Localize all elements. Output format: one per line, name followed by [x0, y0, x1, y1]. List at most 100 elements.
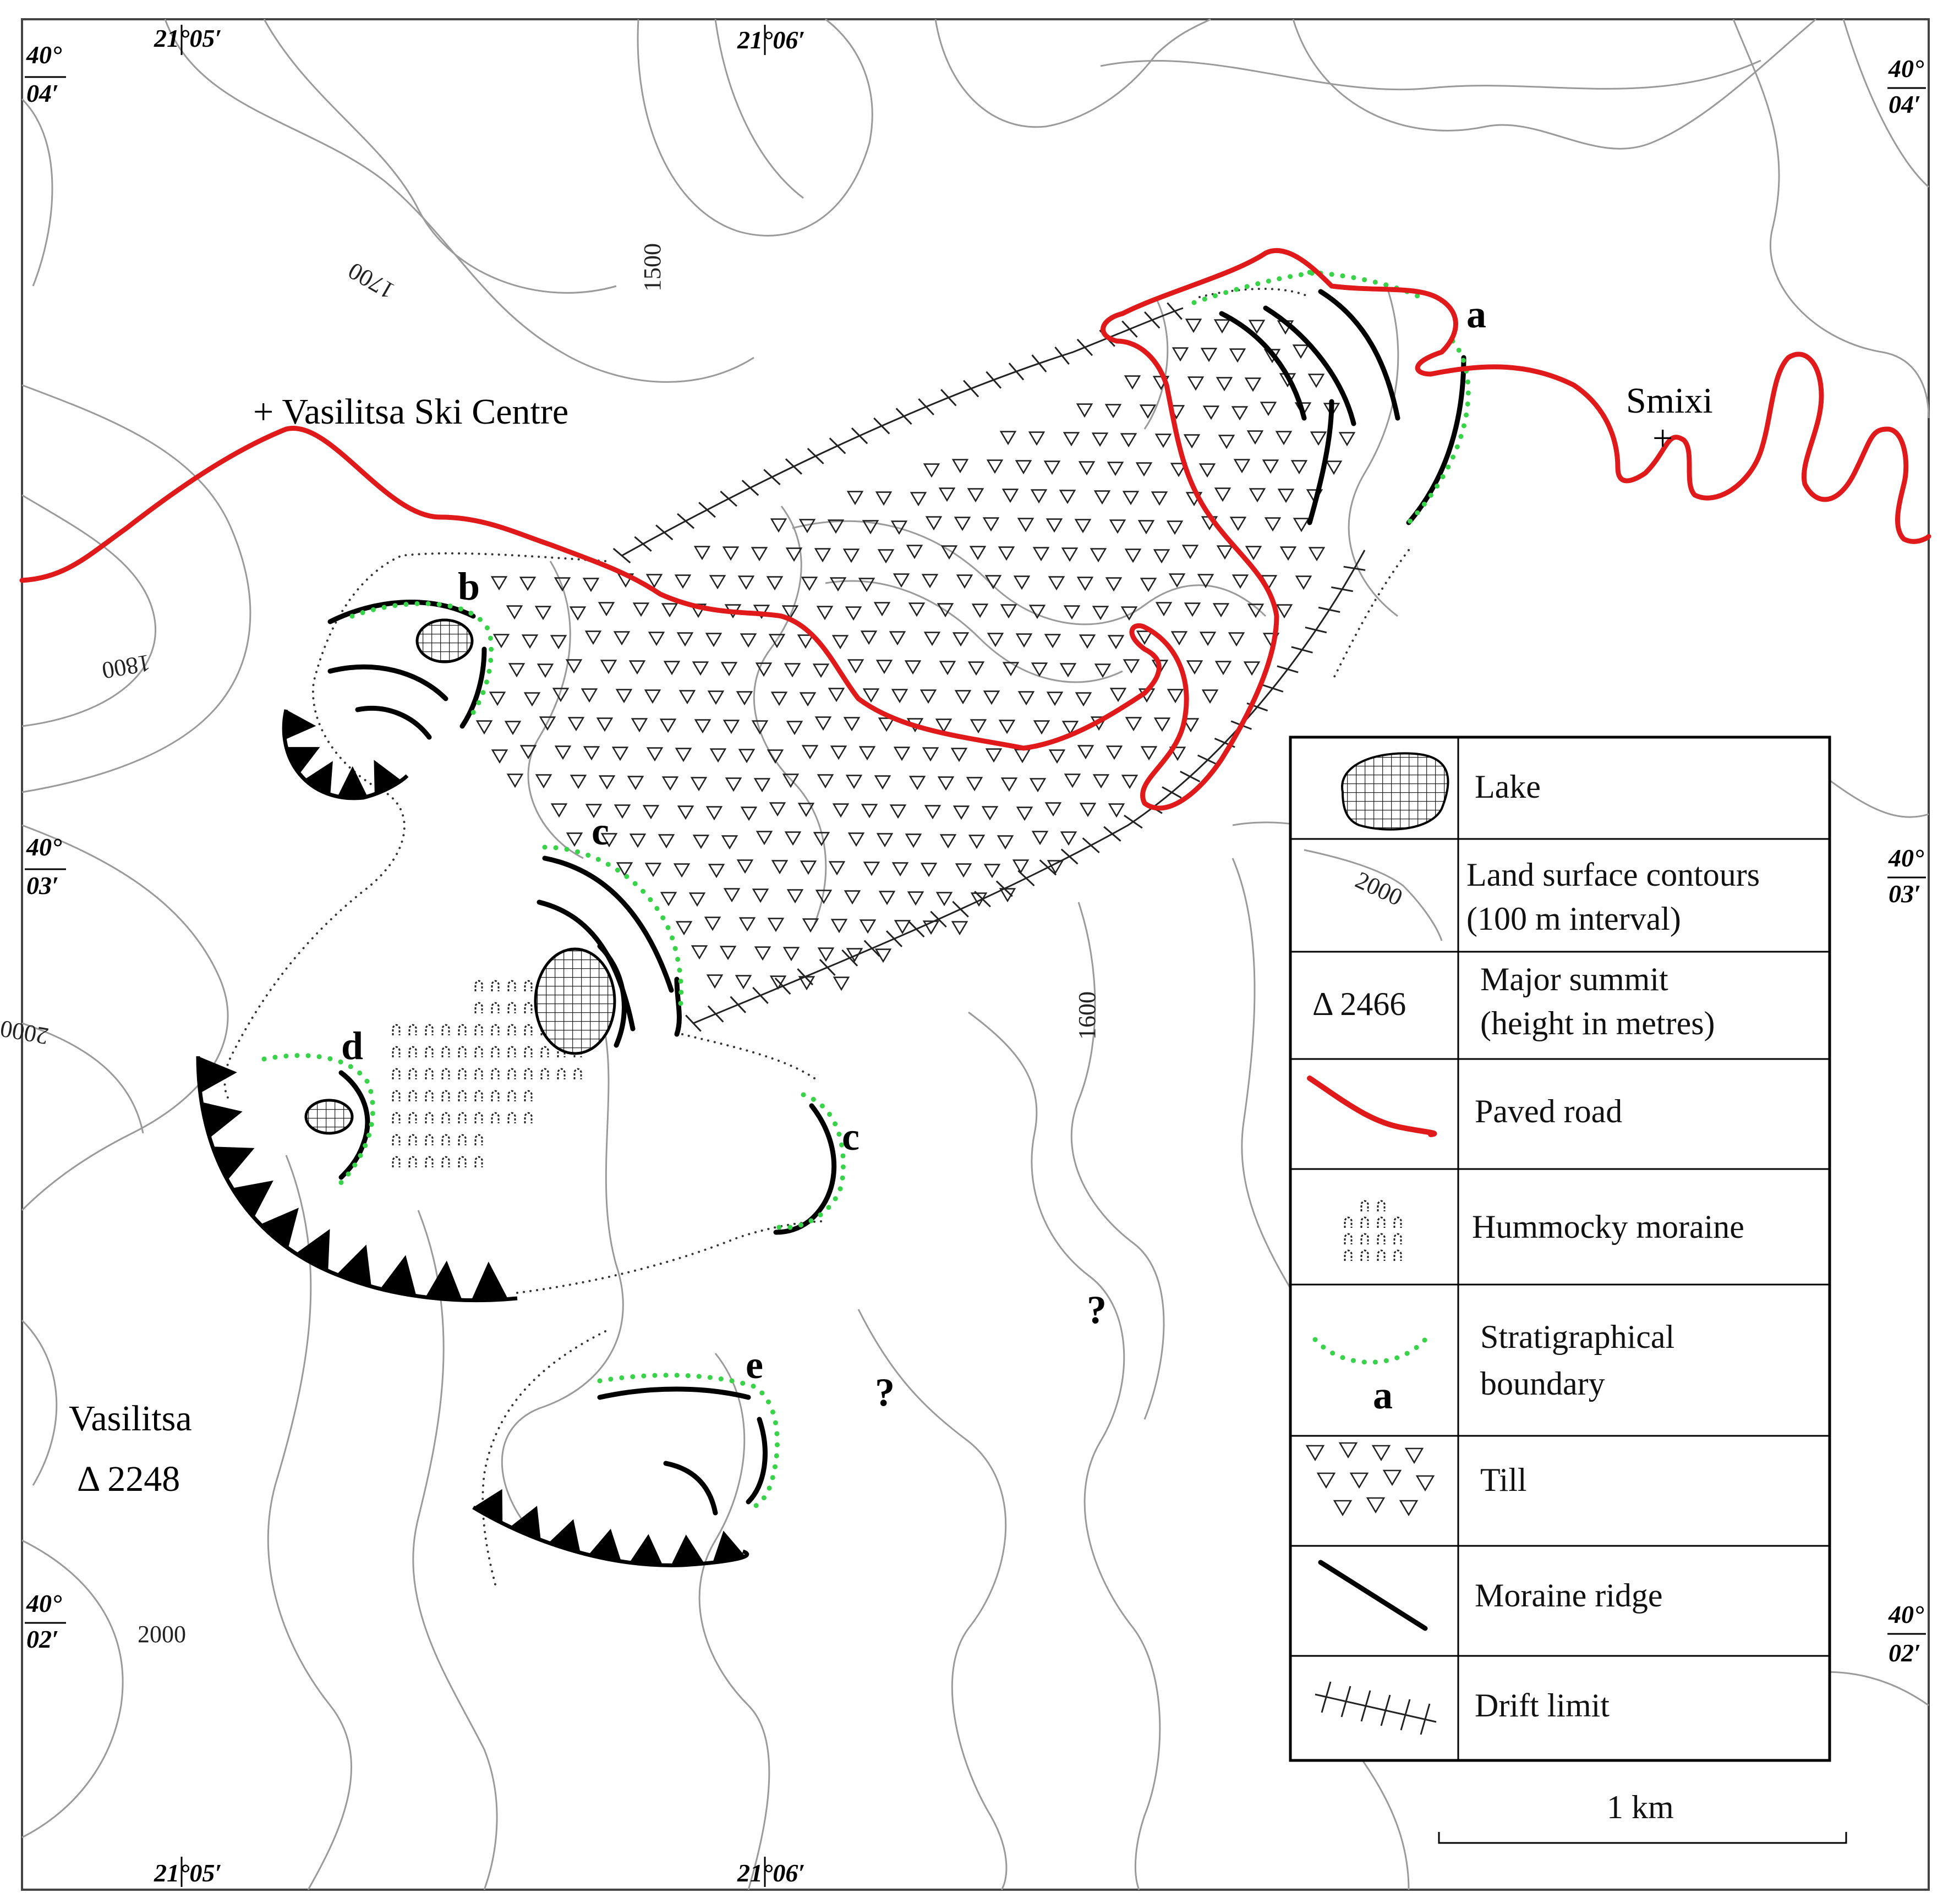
till-symbol: [905, 833, 922, 848]
till-symbol: [1046, 692, 1064, 706]
till-symbol: [537, 663, 554, 678]
till-symbol: [986, 459, 1004, 474]
till-symbol: [858, 578, 875, 592]
drift-limit-hatch: [1039, 859, 1057, 876]
headwall-tooth: [510, 1506, 541, 1540]
till-symbol: [830, 919, 848, 934]
legend-till-symbol: [1305, 1442, 1435, 1517]
lat-04-min-left: 04′: [26, 79, 59, 107]
legend-hummock: [1377, 1200, 1386, 1211]
headwall-tooth: [548, 1519, 581, 1553]
till-symbol: [801, 745, 819, 760]
till-symbol: [1228, 632, 1245, 647]
till-symbol: [937, 603, 954, 618]
till-symbol: [1030, 489, 1048, 504]
till-symbol: [1076, 577, 1094, 591]
till-symbol: [1169, 747, 1186, 761]
hummock-symbol: [408, 1046, 417, 1057]
till-symbol: [971, 603, 989, 618]
till-symbol: [1079, 803, 1097, 817]
till-symbol: [1140, 578, 1157, 592]
cirque-headwall-b: [282, 709, 409, 800]
lat-labels: 40° 04′ 40° 04′ 40° 03′ 40° 03′ 40° 02′ …: [26, 41, 1924, 1667]
legend-hummock: [1344, 1216, 1353, 1228]
till-symbol: [658, 834, 675, 849]
till-symbol: [1166, 520, 1184, 535]
till-symbol: [769, 975, 787, 990]
till-symbol: [692, 835, 710, 849]
till-symbol: [797, 803, 815, 817]
till-symbol: [863, 862, 880, 876]
drift-limit-hatch: [1291, 646, 1313, 654]
till-symbol: [940, 545, 958, 560]
headwall-tooth: [337, 766, 368, 797]
till-symbol: [722, 546, 740, 561]
till-symbol: [554, 745, 572, 760]
headwall-tooth: [212, 1146, 255, 1181]
till-symbol: [846, 948, 863, 963]
lat-02-min-left: 02′: [26, 1625, 59, 1653]
till-symbol: [1229, 348, 1246, 363]
hummock-symbol: [491, 1112, 500, 1123]
till-symbol: [1151, 491, 1168, 506]
hummock-symbol: [408, 1156, 417, 1167]
till-symbol: [565, 659, 583, 674]
till-symbol: [642, 805, 660, 820]
till-symbol: [1093, 490, 1111, 505]
legend-hummock: [1344, 1249, 1353, 1261]
drift-limit-hatch: [885, 930, 903, 947]
hummock-symbol: [408, 1112, 417, 1123]
till-symbol: [983, 864, 1001, 879]
hummock-symbol: [474, 1024, 483, 1035]
till-symbol: [740, 633, 757, 648]
strat-boundary-e: [597, 1373, 780, 1513]
hummock-symbol: [474, 1134, 483, 1145]
drift-limit-hatch: [698, 502, 716, 518]
till-symbol: [828, 688, 845, 703]
till-symbol: [939, 834, 957, 849]
till-symbol: [554, 577, 571, 592]
till-symbol: [1104, 404, 1122, 419]
hummock-symbol: [491, 1046, 500, 1057]
till-symbol: [815, 890, 833, 904]
legend-till-triangle: [1415, 1475, 1435, 1492]
till-symbol: [844, 890, 861, 905]
till-symbol: [1063, 432, 1080, 447]
till-symbol: [939, 661, 956, 676]
till-symbol: [1046, 518, 1063, 533]
strat-boundary-a-cap: [1307, 270, 1422, 300]
till-symbol: [1202, 405, 1220, 420]
till-symbol: [935, 718, 953, 733]
till-symbol: [967, 661, 985, 676]
till-symbol: [704, 917, 721, 931]
till-symbol: [1043, 460, 1061, 475]
till-symbol: [876, 833, 894, 848]
drift-limit-hatch: [1031, 354, 1047, 372]
till-symbol: [1260, 402, 1277, 416]
till-symbol: [736, 691, 753, 706]
lat-04-deg-right: 40°: [1888, 54, 1924, 83]
hummock-symbol: [441, 1112, 450, 1123]
legend-drift-hatch: [1420, 1703, 1431, 1735]
till-symbol: [661, 603, 678, 618]
cirque-headwall-e: [472, 1505, 749, 1567]
till-symbol: [475, 720, 493, 735]
till-symbol: [1277, 489, 1295, 503]
till-symbol: [677, 805, 694, 820]
till-region-outline: [223, 552, 606, 1101]
headwall-tooth: [304, 761, 333, 795]
till-symbol: [1135, 462, 1153, 477]
till-symbol: [1107, 462, 1124, 476]
till-symbol: [756, 831, 773, 846]
legend-lake-symbol: [1341, 752, 1449, 831]
legend-till-triangle: [1333, 1500, 1353, 1517]
lon-label-top-left: 21°05′: [154, 24, 222, 52]
till-symbol: [845, 606, 862, 621]
lon-label-bottom-left: 21°05′: [154, 1859, 222, 1887]
till-symbol: [846, 491, 864, 506]
drift-limit-hatch: [895, 408, 912, 425]
till-symbol: [1048, 749, 1066, 764]
till-symbol: [691, 945, 708, 960]
till-symbol: [817, 947, 835, 962]
headwall-tooth: [713, 1530, 746, 1563]
